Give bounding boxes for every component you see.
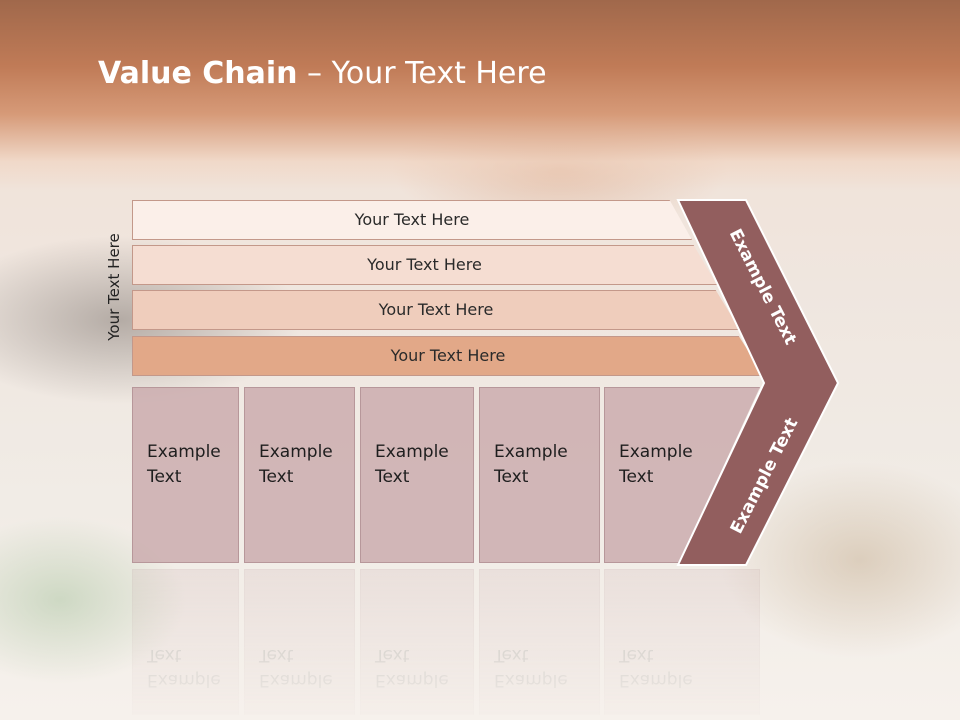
column-4: Example Text: [479, 387, 600, 563]
chevron-shape: [676, 199, 840, 566]
column-2: Example Text: [244, 387, 355, 563]
column-3-label: Example Text: [375, 442, 449, 487]
column-5-label: Example Text: [619, 442, 693, 487]
column-4-label: Example Text: [494, 442, 568, 487]
column-2-label: Example Text: [259, 442, 333, 487]
column-3: Example Text: [360, 387, 474, 563]
column-1-label: Example Text: [147, 442, 221, 487]
bar-2: Your Text Here: [132, 245, 717, 285]
column-1: Example Text: [132, 387, 239, 563]
bar-3: Your Text Here: [132, 290, 740, 330]
slide-title: Value Chain – Your Text Here: [98, 52, 547, 96]
title-band: [0, 0, 960, 190]
bar-4: Your Text Here: [132, 336, 764, 376]
title-bold: Value Chain: [98, 56, 298, 91]
bar-1: Your Text Here: [132, 200, 692, 240]
title-rest: – Your Text Here: [297, 56, 547, 91]
